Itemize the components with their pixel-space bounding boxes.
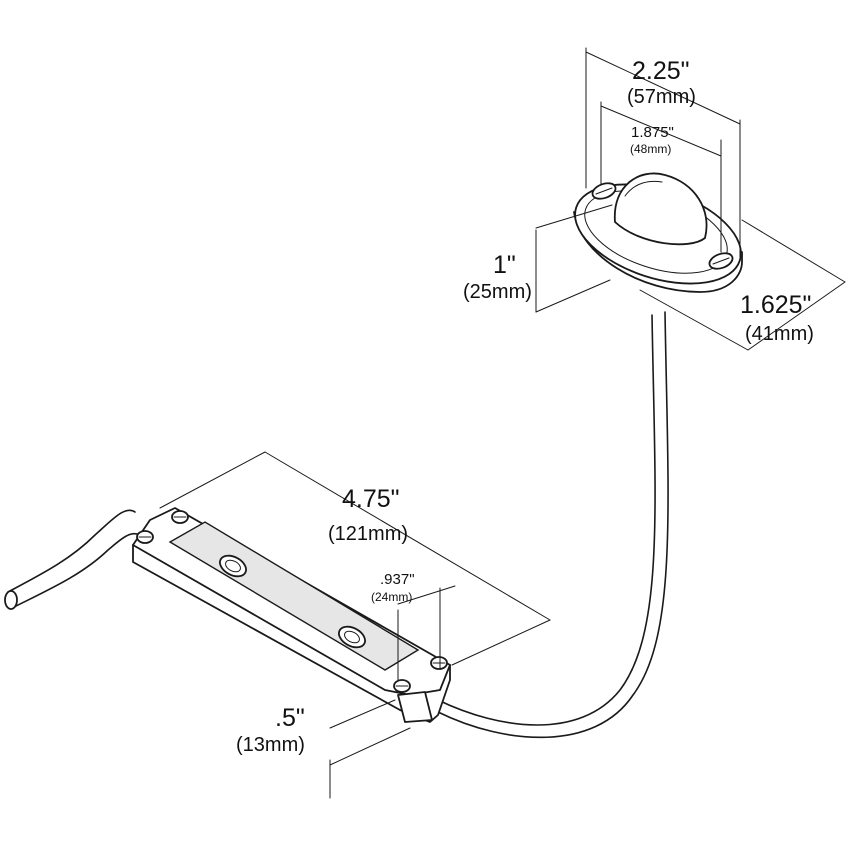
dome-height-inch-label: 1" bbox=[493, 251, 516, 279]
module-width-mm-label: (24mm) bbox=[371, 590, 412, 604]
module-length-mm-label: (121mm) bbox=[328, 523, 408, 545]
dome-depth-inch-label: 1.625" bbox=[740, 291, 811, 319]
control-module bbox=[132, 507, 451, 723]
dome-light bbox=[573, 172, 743, 293]
input-cable bbox=[4, 509, 141, 610]
module-length-inch-label: 4.75" bbox=[342, 485, 400, 513]
dome-depth-mm-label: (41mm) bbox=[745, 323, 814, 345]
module-width-inch-label: .937" bbox=[380, 571, 415, 588]
connecting-cable bbox=[437, 311, 669, 739]
dome-outer-inch-label: 2.25" bbox=[632, 57, 690, 85]
cable-end bbox=[4, 590, 18, 610]
module-height-inch-label: .5" bbox=[275, 704, 305, 732]
dome-inner-mm-label: (48mm) bbox=[630, 142, 671, 156]
dome-lens bbox=[614, 172, 708, 246]
module-dimension-lines bbox=[159, 451, 551, 799]
module-height-mm-label: (13mm) bbox=[236, 734, 305, 756]
dome-dimension-lines bbox=[535, 47, 846, 351]
dome-height-mm-label: (25mm) bbox=[463, 281, 532, 303]
dome-outer-mm-label: (57mm) bbox=[627, 86, 696, 108]
dome-inner-inch-label: 1.875" bbox=[631, 124, 674, 141]
